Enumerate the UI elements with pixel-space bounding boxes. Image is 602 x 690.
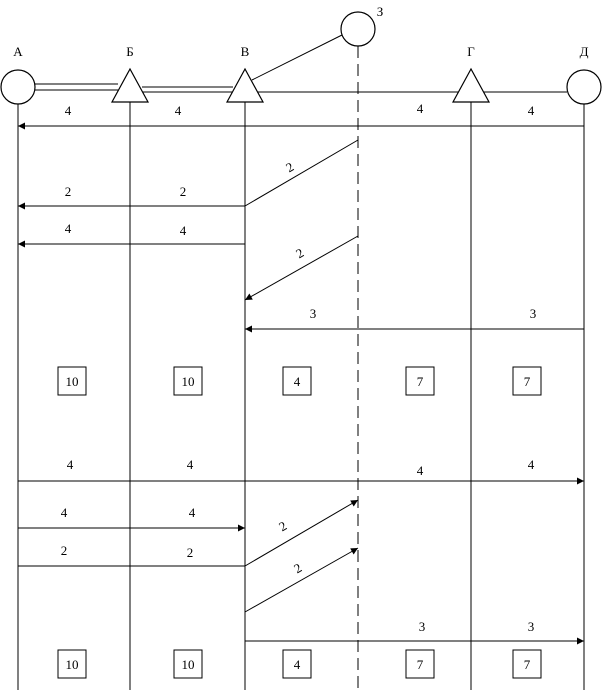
lifelines	[17, 46, 585, 690]
link-v-z	[251, 33, 345, 81]
total-box	[57, 649, 87, 679]
node-g-triangle	[451, 67, 491, 103]
arrow-label: 4	[187, 457, 194, 472]
arrow-label: 2	[65, 184, 72, 199]
total-value: 10	[66, 374, 79, 389]
total-box	[282, 366, 312, 396]
total-value: 10	[66, 657, 79, 672]
node-z-label: З	[377, 4, 384, 19]
total-value: 7	[417, 657, 424, 672]
total-value: 10	[182, 374, 195, 389]
node-labels: А Б В З Г Д	[13, 4, 588, 59]
node-g-label: Г	[467, 44, 475, 59]
arrow-label: 2	[276, 518, 289, 534]
total-box	[57, 366, 87, 396]
arrow-label: 4	[65, 221, 72, 236]
arrow-label: 4	[67, 457, 74, 472]
total-value: 7	[417, 374, 424, 389]
node-a-label: А	[13, 44, 23, 59]
total-box	[173, 649, 203, 679]
arrow-label: 4	[65, 103, 72, 118]
arrow-z-to-v	[244, 235, 359, 301]
arrow-label: 4	[528, 103, 535, 118]
arrow-label: 4	[417, 101, 424, 116]
total-box	[173, 366, 203, 396]
top-links	[35, 33, 567, 93]
total-value: 10	[182, 657, 195, 672]
arrow-label: 4	[175, 103, 182, 118]
arrow-label: 4	[417, 463, 424, 478]
arrow-label: 3	[530, 306, 537, 321]
arrow-label: 2	[283, 159, 296, 175]
total-box	[512, 649, 542, 679]
node-v-triangle	[225, 67, 265, 103]
arrow-label: 4	[528, 457, 535, 472]
total-box	[512, 366, 542, 396]
arrow-label: 2	[291, 560, 304, 576]
total-box	[405, 366, 435, 396]
arrow-label: 2	[61, 543, 68, 558]
total-value: 4	[294, 657, 301, 672]
node-z-circle	[340, 11, 376, 47]
arrow-v-to-z-2	[244, 547, 359, 613]
arrow-label: 4	[61, 505, 68, 520]
arrow-label: 4	[189, 505, 196, 520]
arrow-label: 3	[310, 306, 317, 321]
node-b-triangle	[110, 67, 150, 103]
arrow-z-to-v-diagonal	[244, 139, 359, 207]
node-d-label: Д	[580, 44, 589, 59]
total-value: 4	[294, 374, 301, 389]
arrow-label: 3	[528, 619, 535, 634]
arrow-label: 2	[187, 545, 194, 560]
node-v-label: В	[241, 44, 250, 59]
node-d-circle	[566, 69, 602, 105]
total-value: 7	[524, 657, 531, 672]
node-b-label: Б	[126, 44, 133, 59]
totals-bottom: 10 10 4 7 7	[57, 649, 542, 679]
node-a-circle	[0, 69, 36, 105]
arrow-label: 2	[293, 245, 306, 261]
total-box	[282, 649, 312, 679]
arrow-label: 2	[180, 184, 187, 199]
arrow-label: 3	[419, 619, 426, 634]
arrow-label: 4	[180, 223, 187, 238]
nodes	[0, 11, 602, 105]
total-value: 7	[524, 374, 531, 389]
arrow-v-to-z	[244, 499, 359, 567]
total-box	[405, 649, 435, 679]
totals-top: 10 10 4 7 7	[57, 366, 542, 396]
